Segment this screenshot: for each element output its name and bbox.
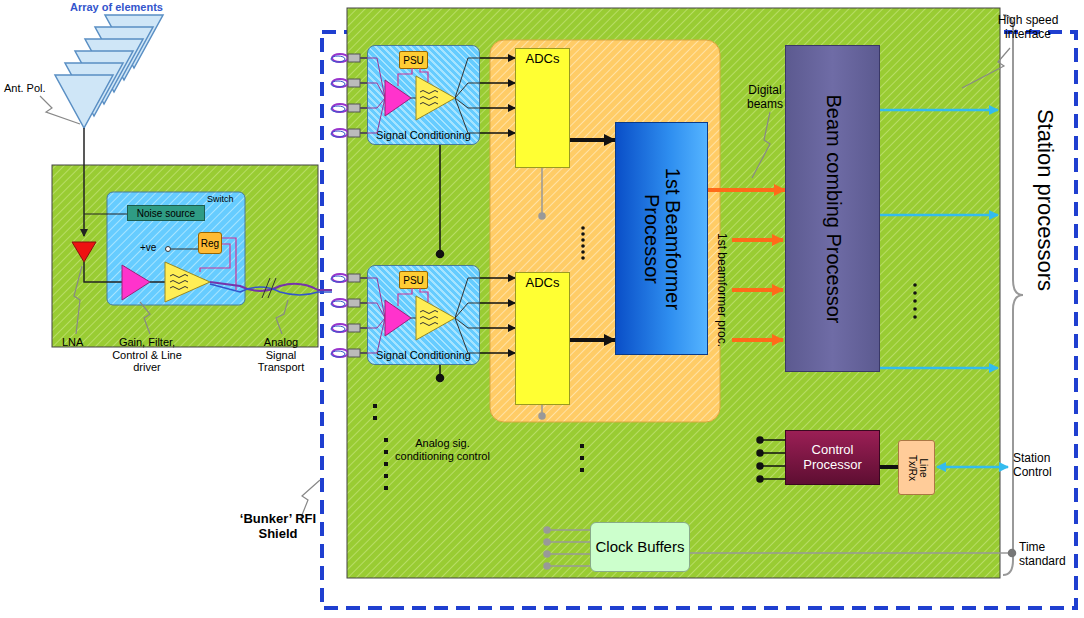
noise-source-box: Noise source bbox=[127, 205, 205, 221]
regulator-box: Reg bbox=[198, 232, 222, 254]
psu-box: PSU bbox=[399, 271, 428, 289]
signal-arrow bbox=[480, 107, 515, 109]
signal-arrow bbox=[880, 465, 898, 469]
signal-arrow bbox=[480, 82, 515, 84]
signal-arrow bbox=[480, 132, 515, 134]
signal-arrow bbox=[570, 138, 615, 142]
node-label: Clock Buffers bbox=[596, 539, 685, 556]
signal-conditioning-box: Signal Conditioning PSU bbox=[367, 45, 480, 145]
psu-box: PSU bbox=[399, 51, 428, 69]
clock-buffers: Clock Buffers bbox=[590, 522, 690, 572]
callout-label: Gain, Filter, Control & Line driver bbox=[108, 336, 186, 374]
adc-box: ADCs bbox=[515, 272, 570, 405]
signal-arrow bbox=[570, 338, 615, 342]
signal-arrow bbox=[480, 327, 515, 329]
station-processors-label: Station processors bbox=[1032, 70, 1057, 330]
node-label: Control Processor bbox=[787, 443, 878, 472]
callout-label: Station Control bbox=[1013, 452, 1079, 480]
callout-label: 1st beamformer proc. bbox=[714, 215, 728, 365]
node-label: Beam combing Processor bbox=[822, 49, 843, 368]
signal-arrow bbox=[480, 277, 515, 279]
callout-label: Analog Signal Transport bbox=[250, 336, 312, 374]
callout-label: High speed interface bbox=[985, 14, 1071, 42]
switch-label: Switch bbox=[207, 194, 243, 204]
node-label: PSU bbox=[403, 55, 424, 66]
callout-label: LNA bbox=[62, 336, 92, 349]
signal-arrow bbox=[480, 302, 515, 304]
node-label: Line Tx/Rx bbox=[906, 444, 927, 491]
node-label: ADCs bbox=[526, 276, 560, 290]
callout-label: Time standard bbox=[1019, 541, 1081, 569]
title-label: Array of elements bbox=[70, 1, 180, 14]
signal-conditioning-box: Signal Conditioning PSU bbox=[367, 265, 480, 365]
node-label: Signal Conditioning bbox=[376, 349, 471, 361]
node-label: Signal Conditioning bbox=[376, 129, 471, 141]
callout-label: Analog sig. conditioning control bbox=[395, 437, 490, 462]
node-label: PSU bbox=[403, 275, 424, 286]
control-processor: Control Processor bbox=[785, 430, 880, 485]
node-label: Noise source bbox=[137, 208, 195, 219]
beam-combining-processor: Beam combing Processor bbox=[785, 45, 880, 372]
callout-label: Ant. Pol. bbox=[4, 82, 56, 95]
node-label: ADCs bbox=[526, 52, 560, 66]
beamformer-processor: 1st Beamformer Processor bbox=[615, 122, 708, 355]
signal-arrow bbox=[708, 188, 785, 192]
adc-box: ADCs bbox=[515, 48, 570, 168]
callout-label: ‘Bunker’ RFI Shield bbox=[236, 512, 320, 542]
callout-label: Digital beams bbox=[733, 84, 797, 112]
node-label: Reg bbox=[201, 238, 219, 249]
voltage-label: +ve bbox=[140, 242, 164, 254]
signal-arrow bbox=[480, 57, 515, 59]
signal-arrow bbox=[480, 352, 515, 354]
line-transceiver: Line Tx/Rx bbox=[898, 440, 935, 495]
node-label: 1st Beamformer Processor bbox=[641, 126, 683, 351]
